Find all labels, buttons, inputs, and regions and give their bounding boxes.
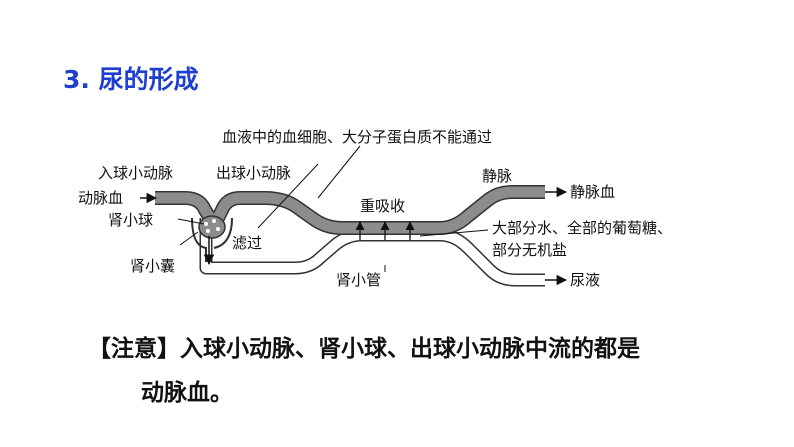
label-efferent-arteriole: 出球小动脉 — [216, 164, 291, 182]
label-top: 血液中的血细胞、大分子蛋白质不能通过 — [222, 128, 492, 146]
label-reabsorption: 重吸收 — [360, 197, 405, 215]
label-filtration: 滤过 — [232, 234, 262, 252]
label-urine: 尿液 — [570, 271, 600, 289]
label-reabsorbed-line2: 部分无机盐 — [492, 241, 567, 259]
label-glomerulus: 肾小球 — [108, 211, 153, 229]
label-renal-tubule: 肾小管 — [336, 271, 381, 289]
label-afferent-arteriole: 入球小动脉 — [98, 164, 173, 182]
label-capsule: 肾小囊 — [130, 257, 175, 275]
capsule-shape — [191, 217, 233, 262]
label-venous-blood: 静脉血 — [570, 183, 615, 201]
note-line-2: 动脉血。 — [141, 380, 233, 406]
label-vein: 静脉 — [482, 167, 512, 185]
label-reabsorbed-line1: 大部分水、全部的葡萄糖、 — [492, 219, 672, 237]
note-line-1: 【注意】入球小动脉、肾小球、出球小动脉中流的都是 — [88, 336, 640, 362]
urine-formation-diagram: 血液中的血细胞、大分子蛋白质不能通过 入球小动脉 出球小动脉 动脉血 肾小球 滤… — [78, 128, 672, 289]
label-arterial-blood: 动脉血 — [78, 189, 123, 207]
note-block: 【注意】入球小动脉、肾小球、出球小动脉中流的都是 动脉血。 — [88, 327, 640, 415]
section-heading: 3. 尿的形成 — [63, 65, 199, 94]
glomerulus-shape — [198, 215, 226, 239]
